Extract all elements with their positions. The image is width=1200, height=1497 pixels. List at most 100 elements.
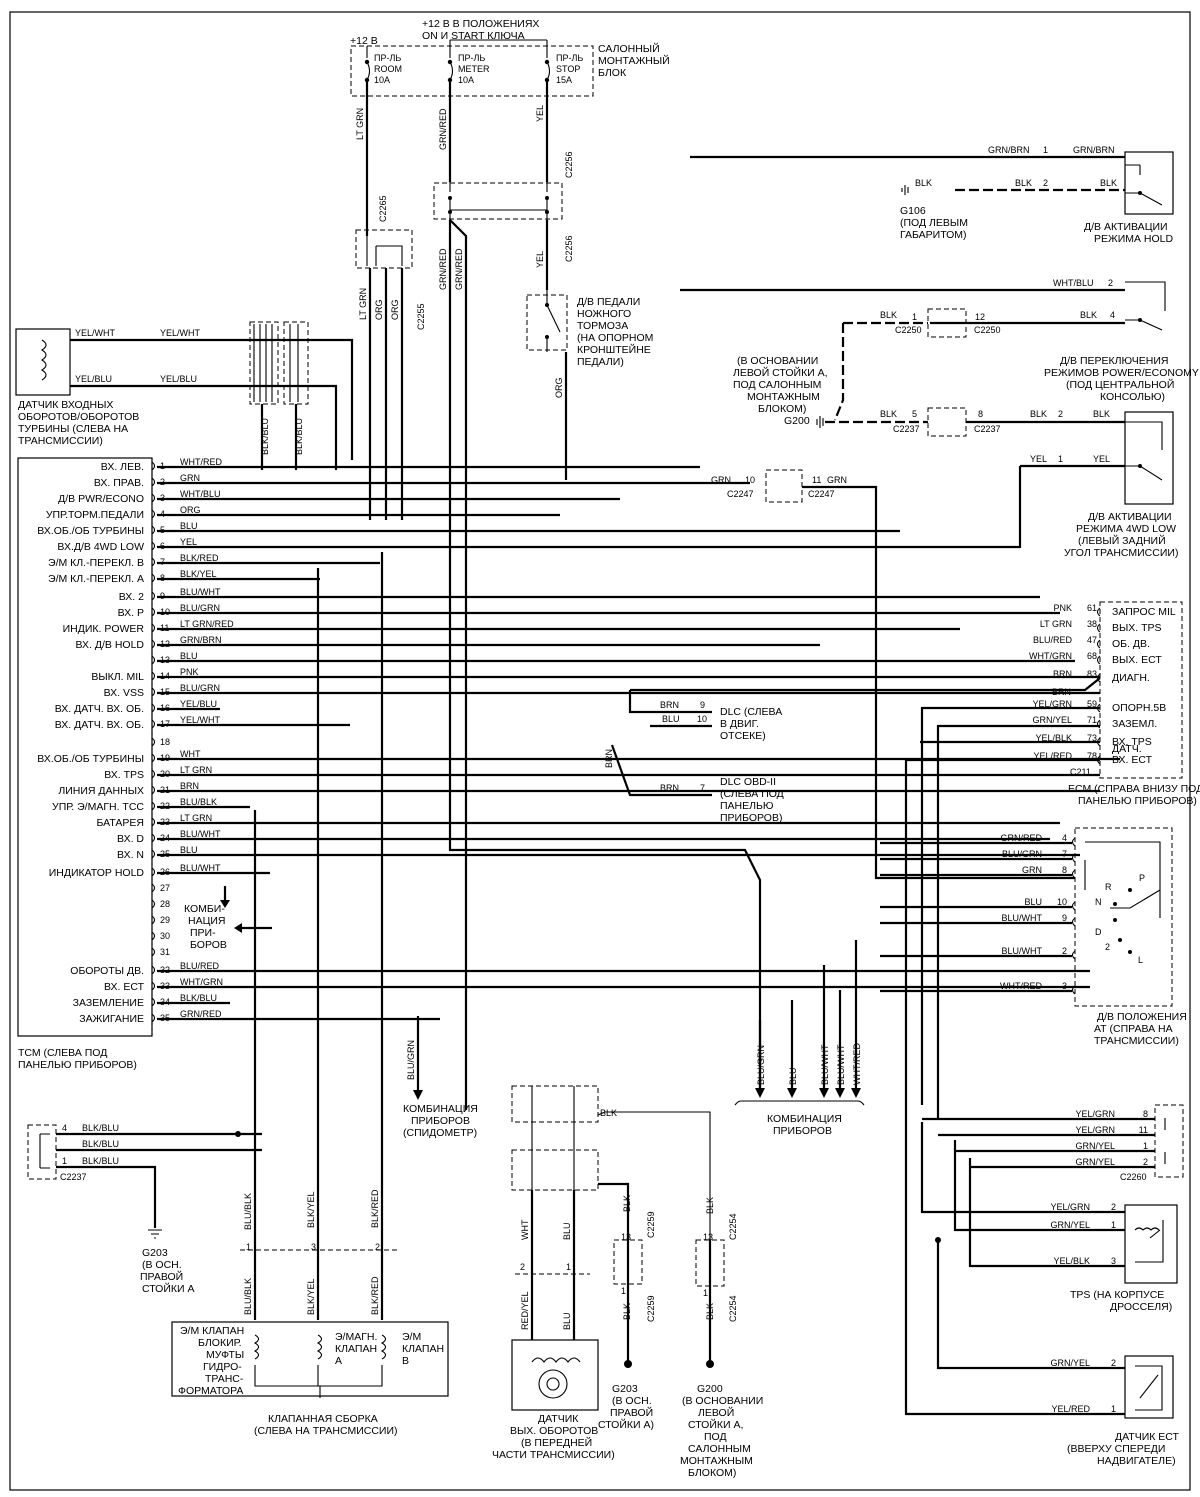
tcm-pin-label: ОБОРОТЫ ДВ.	[70, 965, 144, 977]
tcm-pin-connector	[151, 849, 156, 859]
tcm-pin-wire: YEL/WHT	[180, 715, 221, 725]
tcm-pin-label: УПР.ТОРМ.ПЕДАЛИ	[46, 509, 144, 521]
tcm-pin-wire: WHT/RED	[180, 457, 222, 467]
tcm-pin-connector	[151, 639, 156, 649]
va-1: Э/МАГН.	[335, 1331, 377, 1343]
lt-grn-label: LT GRN	[355, 108, 365, 140]
cluster-bottom: BLU/GRN BLU BLU/WHT BLU/WHT WHT/RED КОМБ…	[734, 940, 865, 1137]
grn-red-label-2: GRN/RED	[438, 248, 448, 290]
dlc-p10: 10	[697, 714, 707, 724]
cluster-label-2: НАЦИЯ	[188, 915, 225, 927]
g200-left: (В ОСНОВАНИИ ЛЕВОЙ СТОЙКИ А, ПОД САЛОННЫ…	[733, 355, 1125, 437]
g200-blk: BLK	[880, 409, 897, 419]
valve-w3: BLK/RED	[370, 1189, 380, 1228]
obd-label-3: ПАНЕЛЬЮ	[720, 800, 774, 812]
hold-num-1: 1	[1043, 145, 1048, 155]
tcm-pin-wire: WHT/GRN	[180, 977, 223, 987]
ect-label-2: (ВВЕРХУ СПЕРЕДИ	[1067, 1443, 1165, 1455]
fuse-stop-1: ПР-ЛЬ	[556, 53, 583, 63]
dlc: BRN 9 BLU 10 DLC (СЛЕВА В ДВИГ. ОТСЕКЕ) …	[604, 690, 784, 824]
ecm-pin-num: 59	[1087, 699, 1097, 709]
low-num-1: 1	[1058, 454, 1063, 464]
g203m-1: 1	[621, 1286, 626, 1296]
ect-label-1: ДАТЧИК ЕСТ	[1115, 1431, 1180, 1443]
tcm-pin-num: 28	[160, 899, 170, 909]
pos-n: N	[1095, 897, 1102, 907]
tcc-2: БЛОКИР.	[198, 1337, 242, 1349]
ecm-pin-connector	[1096, 607, 1101, 617]
ecm-pin-wire: YEL/GRN	[1032, 699, 1072, 709]
tcm-pin-connector	[151, 785, 156, 795]
g200l-ground: G200	[784, 415, 810, 427]
range-pin-connector	[1071, 950, 1076, 960]
c2260-pin-num: 11	[1139, 1125, 1148, 1135]
tcm-pin-label: Э/М КЛ.-ПЕРЕКЛ. В	[48, 557, 144, 569]
tcm-pin-wire: LT GRN	[180, 813, 212, 823]
tcm-pin-connector	[151, 769, 156, 779]
g200b-l3: СТОЙКИ А,	[688, 1418, 743, 1431]
cluster-label-1: КОМБИ-	[184, 903, 225, 915]
ecm-pin-label: ЗАЗЕМЛ.	[1112, 718, 1157, 730]
va-2: КЛАПАН	[335, 1343, 377, 1355]
c2247-left: C2247	[727, 489, 754, 499]
valve-pin-1: 1	[246, 1242, 251, 1252]
tcm-pin-label: ЛИНИЯ ДАННЫХ	[58, 785, 144, 797]
dlc-label-2: В ДВИГ.	[720, 718, 759, 730]
ecm-pin-wire: GRN/YEL	[1032, 715, 1072, 725]
turb-label-3: ТУРБИНЫ (СЛЕВА НА	[18, 423, 128, 435]
range-label-1: Д/В ПОЛОЖЕНИЯ	[1097, 1011, 1187, 1023]
tcm-pin-wire: WHT/BLU	[180, 489, 221, 499]
ecm-c211: C211	[1070, 767, 1091, 777]
turb-label-2: ОБОРОТОВ/ОБОРОТОВ	[18, 411, 139, 423]
c2237b-pin1: 1	[62, 1156, 67, 1166]
g200b-l1: (В ОСНОВАНИИ	[682, 1395, 763, 1407]
c2256-label-bot: C2256	[564, 235, 574, 262]
clb-wire-1: BLU/GRN	[756, 1045, 766, 1085]
g200-blk-3: BLK	[1093, 409, 1110, 419]
range-pin-num: 3	[1062, 981, 1067, 991]
c2247-num-11: 11	[812, 475, 821, 485]
cluster-label-4: БОРОВ	[190, 939, 227, 951]
tps-pin-wire: GRN/YEL	[1050, 1220, 1090, 1230]
hold-wire-a: GRN/BRN	[988, 145, 1030, 155]
c2256-label-top: C2256	[564, 151, 574, 178]
os-label-3: (В ПЕРЕДНЕЙ	[521, 1436, 592, 1449]
supply-ign-label-1: +12 В В ПОЛОЖЕНИЯХ	[422, 18, 539, 30]
tps-label-1: TPS (НА КОРПУСЕ	[1070, 1289, 1164, 1301]
tcm-module: ТСМ (СЛЕВА ПОД ПАНЕЛЬЮ ПРИБОРОВ) ВХ. ЛЕВ…	[17, 457, 1120, 1071]
va-3: А	[335, 1355, 342, 1367]
tps-pin-wire: YEL/GRN	[1050, 1202, 1090, 1212]
tcm-pin-label: ВХ. TPS	[104, 769, 144, 781]
g106-label: G106	[900, 205, 926, 217]
c2237-num-8: 8	[978, 409, 983, 419]
ect-pin-num: 1	[1111, 1404, 1116, 1414]
obd-brn-vert: BRN	[604, 749, 614, 768]
g203b-1: (В ОСН.	[142, 1259, 182, 1271]
vb-2: КЛАПАН	[402, 1343, 444, 1355]
g200l-5: БЛОКОМ)	[758, 403, 806, 415]
tcm-pin-label: ВХ. N	[117, 849, 144, 861]
tcm-pin-num: 27	[160, 883, 170, 893]
fuse-room-2: ROOM	[374, 64, 402, 74]
g203m-c2: C2259	[646, 1295, 656, 1322]
tcm-pin-label: ВХ. Р	[118, 607, 144, 619]
c2260-pin-wire: YEL/GRN	[1075, 1125, 1115, 1135]
c2237b-w2: BLK/BLU	[82, 1139, 119, 1149]
grn-red-label-3: GRN/RED	[454, 248, 464, 290]
g200l-4: МОНТАЖНЫМ	[747, 391, 820, 403]
ecm-pin-wire: YEL/RED	[1033, 751, 1072, 761]
c2250-right: C2250	[974, 325, 1001, 335]
c2237b-w1: BLK/BLU	[82, 1123, 119, 1133]
os-w3: RED/YEL	[520, 1291, 530, 1330]
tps-pin-num: 2	[1111, 1202, 1116, 1212]
valve-pin-3: 3	[311, 1242, 316, 1252]
ect-pin-wire: YEL/RED	[1051, 1404, 1090, 1414]
g200l-3: ПОД САЛОННЫМ	[733, 379, 821, 391]
tps-label-2: ДРОССЕЛЯ)	[1110, 1301, 1172, 1313]
hold-label-2: РЕЖИМА HOLD	[1094, 233, 1174, 245]
dlc-p9: 9	[700, 700, 705, 710]
ecm-pin-wire: LT GRN	[1040, 619, 1072, 629]
range-pin-num: 2	[1062, 946, 1067, 956]
